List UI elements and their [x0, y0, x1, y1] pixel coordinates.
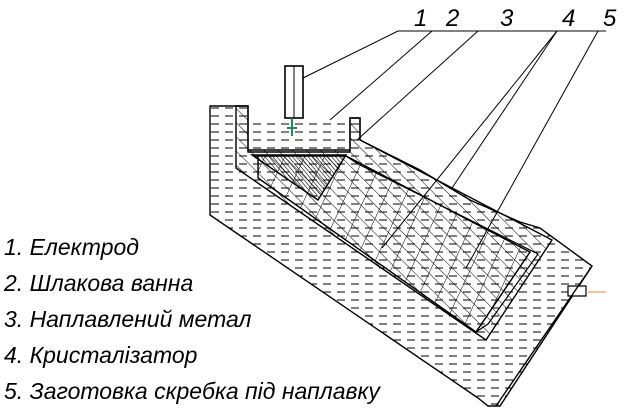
legend: 1. Електрод 2. Шлакова ванна 3. Наплавле…: [4, 229, 380, 409]
legend-item-deposited-metal: 3. Наплавлений метал: [4, 306, 252, 332]
callout-4: 4: [562, 5, 575, 32]
slag-bath: [248, 120, 350, 152]
workpiece-step: [345, 155, 539, 333]
leader-3: [356, 30, 479, 141]
leader-4b: [451, 30, 558, 189]
legend-item-workpiece: 5. Заготовка скребка під наплавку: [4, 378, 380, 404]
legend-item-electrode: 1. Електрод: [4, 234, 139, 260]
leader-4a: [381, 30, 558, 249]
leader-2: [329, 30, 433, 121]
callout-5: 5: [603, 5, 617, 32]
callout-2: 2: [445, 5, 459, 32]
callout-1: 1: [414, 5, 427, 32]
callout-3: 3: [500, 5, 514, 32]
deposited-metal: [249, 154, 348, 201]
outer-edge-line: [495, 265, 593, 407]
leader-1: [302, 30, 399, 79]
legend-item-crystallizer: 4. Кристалізатор: [4, 342, 198, 368]
leader-5: [465, 30, 599, 269]
legend-item-slag-bath: 2. Шлакова ванна: [4, 270, 194, 296]
